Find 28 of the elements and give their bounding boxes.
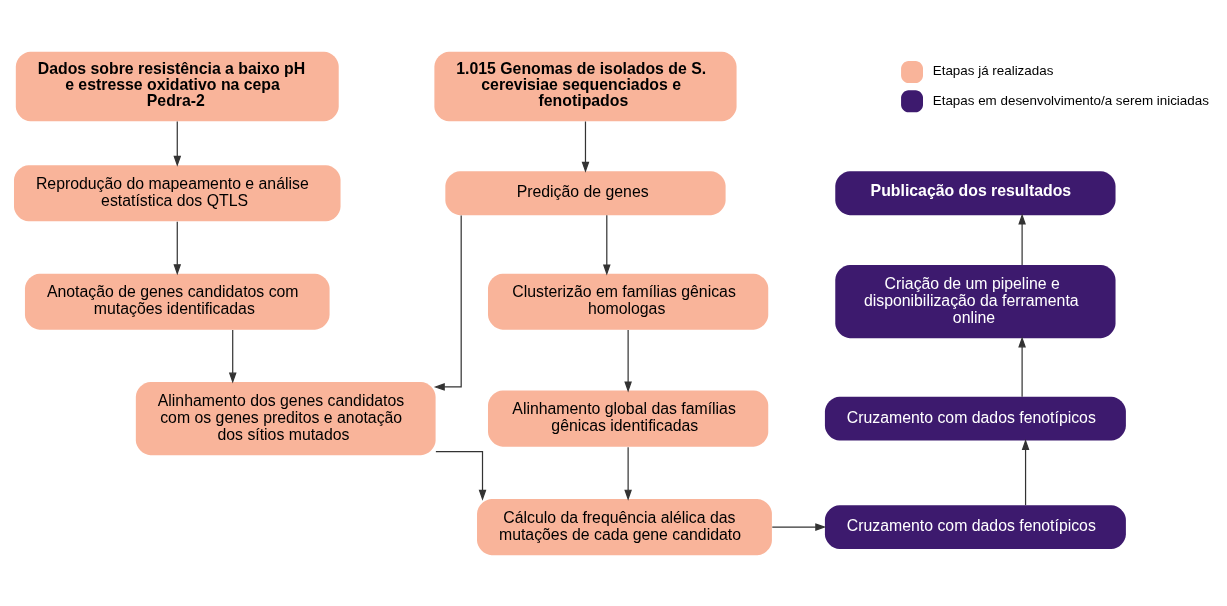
node-box: Alinhamento dos genes candidatos com os genes preditos e anotação dos sítios mutados	[135, 381, 436, 455]
arrow	[624, 446, 632, 501]
node-box: Cálculo da frequência alélica das mutações de cada gene candidato	[477, 498, 772, 555]
legend-label: Etapas já realizadas	[932, 62, 1054, 78]
arrow	[435, 450, 487, 501]
arrow	[581, 120, 590, 173]
node-box: Criação de um pipeline e disponibilização da ferramenta online	[835, 264, 1116, 338]
node-box: Publicação dos resultados	[835, 170, 1116, 215]
node-box: Dados sobre resistência a baixo pH e estresse oxidativo na cepa Pedra-2	[15, 51, 339, 121]
arrow	[602, 214, 611, 275]
arrow	[1021, 438, 1030, 506]
node-box: Anotação de genes candidatos com mutações identificadas	[24, 273, 330, 330]
arrow	[1018, 335, 1026, 397]
node-box: 1.015 Genomas de isolados de S. cerevisiae sequenciados e fenotipados	[434, 51, 737, 121]
node-box: Clusterizão em famílias gênicas homologas	[488, 273, 769, 330]
node-box: Reprodução do mapeamento e análise estatística dos QTLS	[14, 164, 341, 221]
node-box: Cruzamento com dados fenotípicos	[824, 396, 1126, 441]
arrow	[228, 328, 237, 384]
arrow	[1018, 213, 1026, 266]
arrow	[771, 522, 827, 531]
legend-label: Etapas em desenvolvimento/a serem iniciadas	[932, 92, 1209, 108]
arrow	[433, 214, 462, 391]
node-box: Predição de genes	[445, 170, 726, 215]
arrow	[173, 220, 182, 275]
arrow	[173, 120, 182, 167]
node-box: Cruzamento com dados fenotípicos	[824, 504, 1126, 549]
arrow	[624, 328, 632, 392]
node-box: Alinhamento global das famílias gênicas identificadas	[488, 390, 769, 447]
